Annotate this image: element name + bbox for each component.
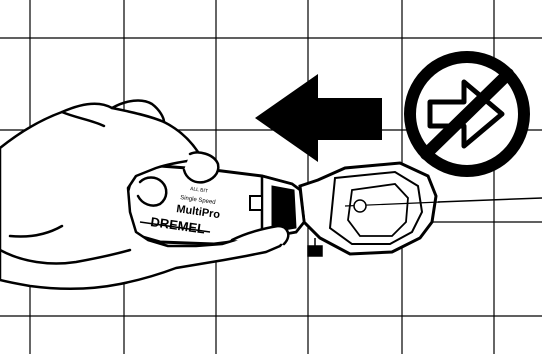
arrow-left-icon <box>255 74 382 162</box>
cutting-attachment <box>300 163 542 256</box>
prohibited-arrow-right-icon <box>410 57 524 171</box>
